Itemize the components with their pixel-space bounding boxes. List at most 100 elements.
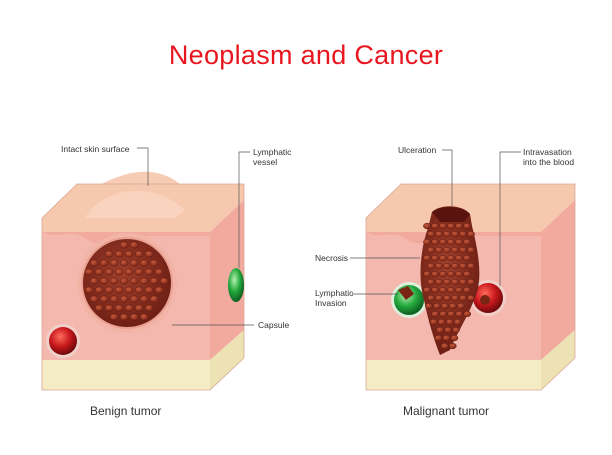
- label-intact-skin-surface: Intact skin surface: [61, 144, 130, 154]
- tumor-cell: [451, 262, 459, 270]
- tumor-cell: [455, 310, 464, 318]
- tumor-cell: [129, 313, 139, 321]
- label-lymphatic-vessel-line2: vessel: [253, 157, 278, 167]
- tumor-cell: [451, 278, 459, 286]
- tumor-cell: [149, 259, 159, 267]
- label-lymphatic-vessel: Lymphatic vessel: [253, 147, 291, 167]
- tumor-cell: [84, 268, 94, 276]
- tumor-cell: [435, 230, 443, 238]
- tumor-cell: [129, 277, 139, 285]
- tumor-cell: [144, 286, 154, 294]
- tumor-cell: [149, 277, 159, 285]
- caption-malignant-tumor: Malignant tumor: [403, 404, 490, 418]
- tumor-cell: [455, 238, 463, 246]
- tumor-cell: [447, 238, 455, 246]
- malignant-tumor: [398, 206, 490, 355]
- tumor-cell: [439, 310, 448, 318]
- tumor-cell: [459, 246, 467, 254]
- tumor-cell: [459, 278, 467, 286]
- tumor-cell: [119, 313, 129, 321]
- tumor-cell: [467, 278, 475, 286]
- tumor-cell: [440, 302, 449, 310]
- tumor-cell: [423, 222, 431, 230]
- tumor-cell: [124, 250, 134, 258]
- tumor-cell: [104, 304, 114, 312]
- tumor-cell: [134, 268, 144, 276]
- tumor-cell: [435, 278, 443, 286]
- tumor-cell: [149, 295, 159, 303]
- tumor-cell: [463, 270, 471, 278]
- tumor-cell: [431, 270, 439, 278]
- tumor-cell: [114, 250, 124, 258]
- tumor-cell: [459, 262, 467, 270]
- tumor-cell: [109, 277, 119, 285]
- tumor-cell: [447, 222, 455, 230]
- label-lymphatic-vessel-line1: Lymphatic: [253, 147, 292, 157]
- tumor-cell: [455, 254, 463, 262]
- tumor-cell: [455, 222, 463, 230]
- tumor-cell: [427, 230, 435, 238]
- tumor-cell: [99, 259, 109, 267]
- tumor-cell: [448, 302, 457, 310]
- tumor-cell: [114, 304, 124, 312]
- tumor-cell: [423, 270, 431, 278]
- tumor-cell: [427, 246, 435, 254]
- tumor-cell: [436, 326, 444, 334]
- tumor-cell: [447, 254, 455, 262]
- tumor-cell: [154, 268, 164, 276]
- tumor-cell: [435, 262, 443, 270]
- tumor-cell: [89, 259, 99, 267]
- benign-tumor: [77, 233, 177, 333]
- tumor-cell: [109, 313, 119, 321]
- label-ulceration: Ulceration: [398, 145, 437, 155]
- tumor-cell: [144, 250, 154, 258]
- tumor-cell: [437, 318, 446, 326]
- tumor-cell: [124, 268, 134, 276]
- tumor-cell: [443, 262, 451, 270]
- label-intravasation-line1: Intravasation: [523, 147, 572, 157]
- tumor-cell: [432, 302, 441, 310]
- tumor-cell: [452, 326, 460, 334]
- tumor-cell: [451, 230, 459, 238]
- tumor-cell: [455, 270, 463, 278]
- tumor-cell: [467, 262, 475, 270]
- tumor-cell: [423, 254, 431, 262]
- label-lymphatic-invasion: Lymphatic Invasion: [315, 288, 353, 308]
- tumor-cell: [431, 310, 440, 318]
- tumor-cell: [144, 268, 154, 276]
- tumor-cell: [159, 277, 169, 285]
- tumor-cell: [435, 246, 443, 254]
- label-intravasation: Intravasation into the blood: [523, 147, 574, 167]
- tumor-cell: [444, 326, 452, 334]
- benign-lymphatic-vessel: [228, 268, 244, 302]
- tumor-cell: [439, 286, 447, 294]
- label-capsule: Capsule: [258, 320, 290, 330]
- tumor-cell: [451, 294, 459, 302]
- tumor-cell: [447, 286, 455, 294]
- tumor-cell: [431, 238, 439, 246]
- tumor-cell: [448, 342, 457, 350]
- benign-blood-vessel: [46, 324, 80, 358]
- tumor-cell: [129, 259, 139, 267]
- tumor-cell: [439, 222, 447, 230]
- tumor-cell: [139, 313, 149, 321]
- tumor-cell: [94, 304, 104, 312]
- tumor-cell: [447, 310, 456, 318]
- tumor-cell: [104, 286, 114, 294]
- tumor-cell: [89, 277, 99, 285]
- tumor-cell: [109, 259, 119, 267]
- label-necrosis: Necrosis: [315, 253, 349, 263]
- tumor-cell: [154, 286, 164, 294]
- tumor-cell: [139, 295, 149, 303]
- caption-benign-tumor: Benign tumor: [90, 404, 162, 418]
- label-lymphatic-invasion-line1: Lymphatic: [315, 288, 354, 298]
- tumor-cell: [443, 278, 451, 286]
- tumor-cell: [423, 286, 431, 294]
- tumor-cell: [439, 270, 447, 278]
- tumor-cell: [427, 294, 435, 302]
- tumor-cell: [451, 246, 459, 254]
- tumor-cell: [134, 286, 144, 294]
- tumor-cell: [455, 286, 463, 294]
- page-title: Neoplasm and Cancer: [168, 40, 444, 70]
- tumor-cell: [119, 259, 129, 267]
